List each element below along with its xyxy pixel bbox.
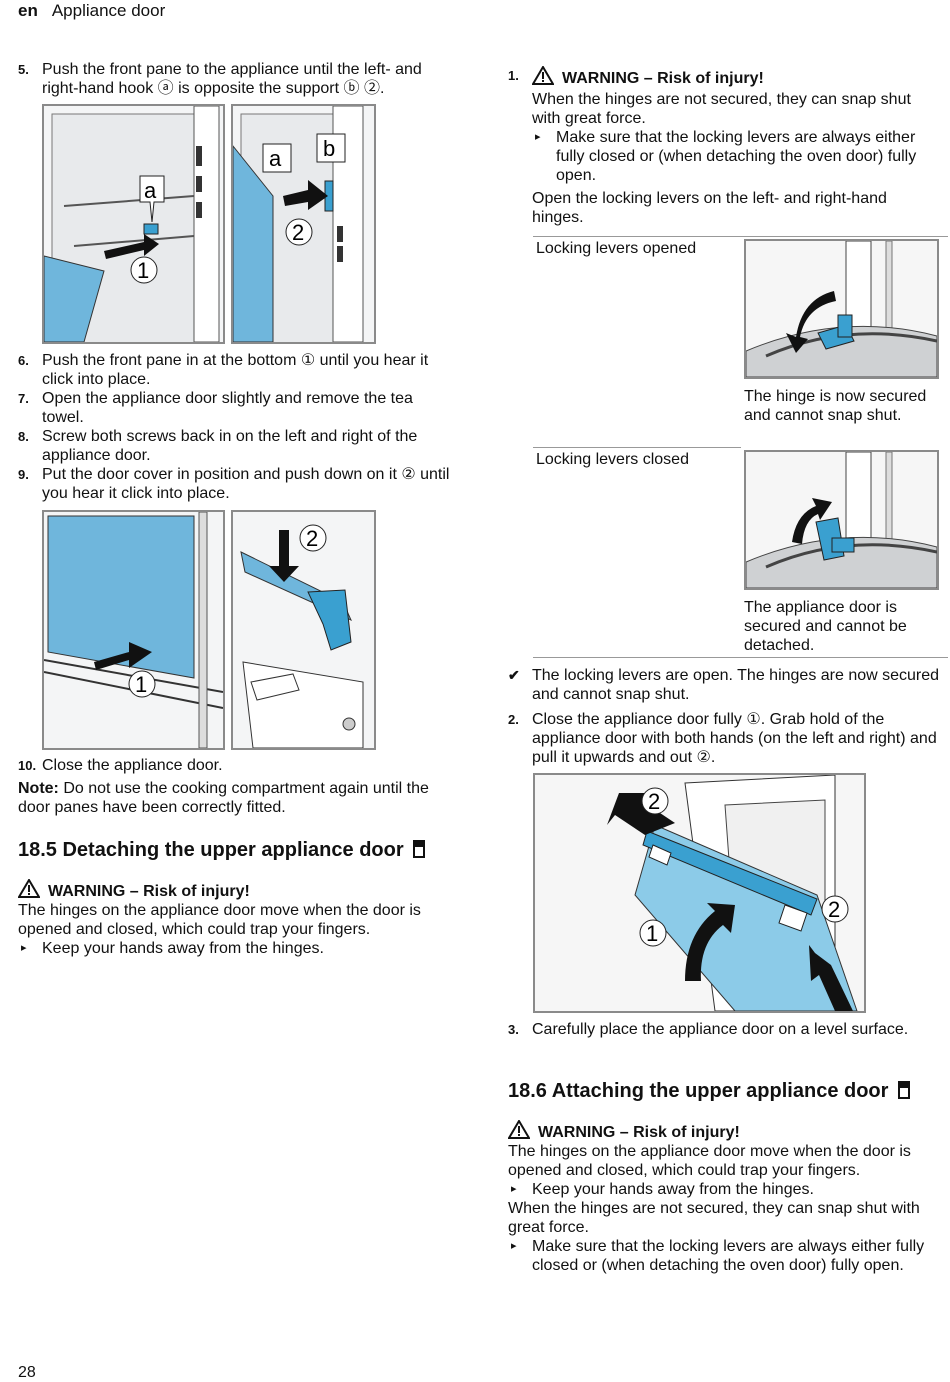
figure-hook-support: a b 2 — [231, 104, 376, 344]
check-icon: ✔ — [508, 667, 520, 683]
label-1: 1 — [646, 921, 658, 946]
label-b: b — [323, 136, 335, 161]
warning-title: WARNING – Risk of injury! — [538, 1123, 740, 1141]
language-code: en — [18, 1, 38, 20]
step-text: Push the front pane in at the bottom ① u… — [42, 352, 429, 388]
label-2: 2 — [292, 220, 304, 245]
warning-text: The hinges on the appliance door move wh… — [18, 902, 421, 938]
warning-triangle-icon — [17, 878, 41, 903]
step-number: 6. — [18, 353, 29, 368]
warning-bullet: ▸ Keep your hands away from the hinges. — [508, 1180, 948, 1199]
bullet-text: Keep your hands away from the hinges. — [42, 940, 324, 957]
bullet-text: Keep your hands away from the hinges. — [532, 1181, 814, 1198]
result-check: ✔ The locking levers are open. The hinge… — [508, 666, 948, 704]
warning-text-2: When the hinges are not secured, they ca… — [508, 1200, 920, 1236]
warning-step-1: WARNING – Risk of injury! — [531, 65, 938, 90]
step-text: Screw both screws back in on the left an… — [42, 428, 418, 464]
step-number: 8. — [18, 429, 29, 444]
label-2-top: 2 — [648, 789, 660, 814]
warning-triangle-icon — [507, 1119, 531, 1144]
step-number: 9. — [18, 467, 29, 482]
bullet-text: Make sure that the locking levers are al… — [532, 1238, 925, 1274]
step-text: Open the appliance door slightly and rem… — [42, 390, 413, 426]
note-label: Note: — [18, 780, 59, 797]
warning-18-5: WARNING – Risk of injury! — [17, 878, 250, 903]
step-10: 10. Close the appliance door. — [18, 756, 458, 775]
warning-title: WARNING – Risk of injury! — [48, 882, 250, 900]
figure-door-cover: 2 — [231, 510, 376, 750]
warning-bullet: ▸ Keep your hands away from the hinges. — [18, 939, 458, 958]
step-7: 7. Open the appliance door slightly and … — [18, 389, 458, 427]
step-number: 1. — [508, 68, 519, 83]
step-number: 3. — [508, 1022, 519, 1037]
step-5: 5. Push the front pane to the appliance … — [18, 60, 458, 98]
step-text: Put the door cover in position and push … — [42, 466, 450, 502]
table-row1-label: Locking levers opened — [536, 240, 697, 257]
table-row2-label: Locking levers closed — [536, 451, 689, 468]
section-title-18-6: 18.6 Attaching the upper appliance door — [508, 1079, 948, 1103]
step-text: Carefully place the appliance door on a … — [532, 1021, 909, 1038]
step-text: Close the appliance door. — [42, 757, 223, 774]
bullet-arrow-icon: ▸ — [511, 1183, 517, 1195]
bullet-arrow-icon: ▸ — [535, 131, 541, 143]
header-title: Appliance door — [51, 1, 166, 20]
figure-push-bottom: 1 — [42, 510, 225, 750]
bullet-arrow-icon: ▸ — [21, 942, 27, 954]
label-a: a — [144, 178, 157, 203]
section-title-text: 18.5 Detaching the upper appliance door — [18, 839, 404, 861]
figure-detach-door: 2 2 1 — [533, 773, 866, 1013]
label-1: 1 — [135, 672, 147, 697]
table-bottom-rule — [533, 657, 948, 658]
step-9: 9. Put the door cover in position and pu… — [18, 465, 458, 503]
bullet-text: Make sure that the locking levers are al… — [556, 129, 917, 184]
warning-title: WARNING – Risk of injury! — [562, 69, 764, 87]
warning-bullet-2: ▸ Make sure that the locking levers are … — [508, 1237, 948, 1275]
bullet-arrow-icon: ▸ — [511, 1240, 517, 1252]
note: Note: Do not use the cooking compartment… — [18, 779, 458, 817]
note-text: Do not use the cooking compartment again… — [18, 780, 429, 816]
step-6: 6. Push the front pane in at the bottom … — [18, 351, 458, 389]
figure-lever-opened — [744, 239, 939, 379]
table-row1-caption: The hinge is now secured and cannot snap… — [744, 388, 927, 424]
step-number: 2. — [508, 712, 519, 727]
figure-hook-front-pane: a 1 — [42, 104, 225, 344]
right-step-1: 1. WARNING – Risk of injury! When the hi… — [508, 65, 938, 227]
table-mid-rule — [533, 447, 741, 448]
label-1: 1 — [137, 258, 149, 283]
table-top-rule — [533, 236, 948, 237]
table-row2-caption: The appliance door is secured and cannot… — [744, 599, 907, 654]
label-2-right: 2 — [828, 897, 840, 922]
warning-triangle-icon — [531, 65, 555, 90]
page-number: 28 — [18, 1364, 36, 1381]
step-number: 7. — [18, 391, 29, 406]
step-text: Close the appliance door fully ①. Grab h… — [532, 711, 937, 766]
door-icon — [413, 840, 426, 858]
right-step-2: 2. Close the appliance door fully ①. Gra… — [508, 710, 938, 767]
page-header: en Appliance door — [18, 1, 165, 20]
label-2: 2 — [306, 526, 318, 551]
warning-text: When the hinges are not secured, they ca… — [532, 91, 911, 127]
step-number: 10. — [18, 758, 37, 773]
result-text: The locking levers are open. The hinges … — [532, 667, 940, 703]
warning-bullet: ▸ Make sure that the locking levers are … — [532, 128, 938, 185]
warning-18-6: WARNING – Risk of injury! — [507, 1119, 740, 1144]
step-text: Open the locking levers on the left- and… — [532, 190, 887, 226]
right-step-3: 3. Carefully place the appliance door on… — [508, 1020, 938, 1039]
step-8: 8. Screw both screws back in on the left… — [18, 427, 458, 465]
warning-text: The hinges on the appliance door move wh… — [508, 1143, 911, 1179]
step-number: 5. — [18, 62, 29, 77]
label-a: a — [269, 146, 282, 171]
step-text: Push the front pane to the appliance unt… — [42, 61, 422, 97]
section-title-text: 18.6 Attaching the upper appliance door — [508, 1080, 889, 1102]
figure-lever-closed — [744, 450, 939, 590]
door-icon — [898, 1081, 910, 1099]
section-title-18-5: 18.5 Detaching the upper appliance door — [18, 838, 458, 862]
